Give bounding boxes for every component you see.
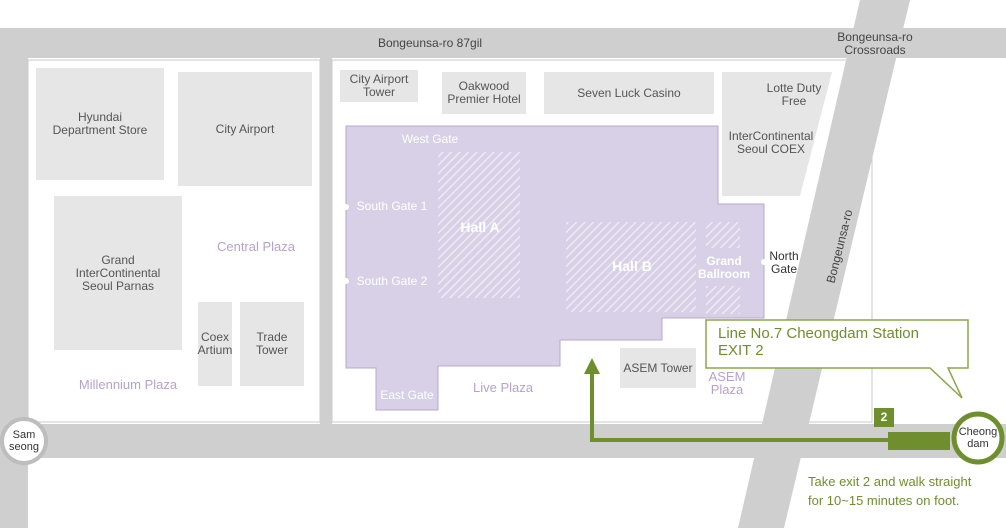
west-gate-label: West Gate	[401, 132, 459, 146]
samseong-station-label: Sam seong	[6, 423, 42, 459]
hall-b-label: Hall B	[612, 258, 652, 274]
hall-a-area	[438, 152, 520, 298]
intercontinental-seoul-coex: InterContinental Seoul COEX	[728, 129, 814, 156]
east-gate-label: East Gate	[380, 388, 434, 402]
grand-ballroom-top	[706, 222, 740, 248]
south-gate-2-dot	[343, 278, 349, 284]
grand-intercontinental-parnas: Grand InterContinental Seoul Parnas	[54, 196, 182, 350]
south-gate-1-label: South Gate 1	[356, 199, 428, 213]
coex-artium: Coex Artium	[198, 302, 232, 386]
south-gate-2-label: South Gate 2	[356, 274, 428, 288]
trade-tower: Trade Tower	[240, 302, 304, 386]
route-arrow-head	[584, 358, 600, 374]
callout-box	[705, 319, 969, 399]
hall-b-area	[566, 222, 696, 312]
asem-tower: ASEM Tower	[620, 348, 696, 388]
central-plaza-label: Central Plaza	[216, 239, 296, 254]
road-top	[0, 28, 1006, 58]
oakwood-premier-hotel: Oakwood Premier Hotel	[442, 72, 526, 114]
grand-ballroom-bottom	[706, 286, 740, 314]
intercontinental-coex-building	[722, 72, 832, 196]
walking-route	[590, 372, 888, 442]
road-middle	[320, 28, 332, 458]
live-plaza-label: Live Plaza	[473, 380, 533, 395]
hall-a-label: Hall A	[460, 219, 500, 235]
grand-ballroom-label: Grand Ballroom	[697, 254, 750, 281]
north-gate-dot	[761, 259, 767, 265]
road-label-crossroads: Bongeunsa-ro Crossroads	[837, 30, 913, 57]
asem-plaza-label: ASEM Plaza	[708, 369, 746, 397]
north-gate-label: North Gate	[769, 249, 799, 276]
city-airport-tower: City Airport Tower	[340, 70, 418, 102]
hyundai-department-store: Hyundai Department Store	[36, 68, 164, 180]
exit-2-badge	[874, 408, 894, 427]
millennium-plaza-label: Millennium Plaza	[78, 377, 178, 392]
road-label-bongeunsa-87gil: Bongeunsa-ro 87gil	[377, 36, 483, 50]
lotte-duty-free: Lotte Duty Free	[766, 81, 822, 108]
callout-line7-cheongdam-exit2: Line No.7 Cheongdam Station EXIT 2	[718, 325, 919, 359]
city-airport-building: City Airport	[178, 72, 312, 186]
exit-corridor	[888, 432, 950, 450]
road-bongeunsa-diagonal	[738, 0, 910, 528]
walking-instructions: Take exit 2 and walk straight for 10~15 …	[808, 474, 972, 508]
exit-2-number: 2	[880, 410, 888, 424]
south-gate-1-dot	[343, 204, 349, 210]
cheongdam-station-label: Cheong dam	[958, 418, 998, 458]
seven-luck-casino: Seven Luck Casino	[544, 72, 714, 114]
